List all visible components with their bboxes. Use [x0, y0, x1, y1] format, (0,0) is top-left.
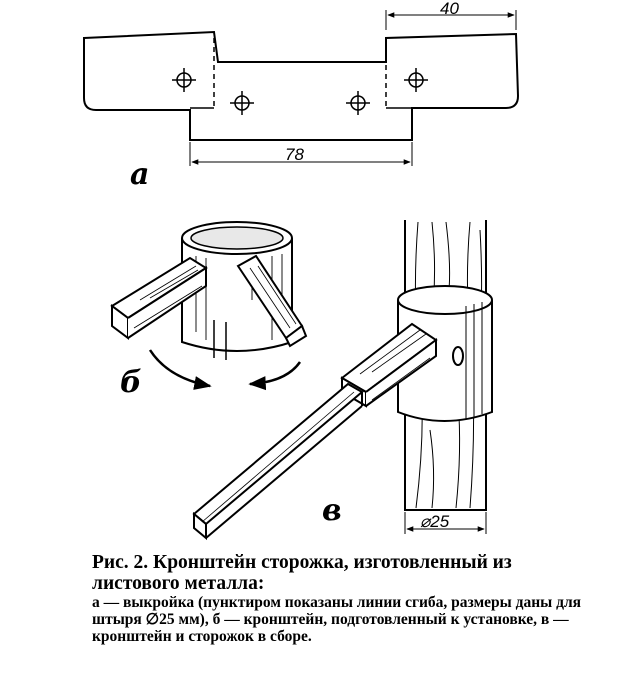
hole-2: [230, 91, 254, 115]
hole-3: [346, 91, 370, 115]
rotation-arrow-right: [248, 361, 302, 391]
hole-1: [172, 68, 196, 92]
label-b: б: [120, 365, 142, 400]
bracket-diagram: 40 78 а: [83, 0, 520, 541]
pattern-a: [83, 10, 520, 166]
dimension-40-label: 40: [440, 0, 459, 18]
pattern-outline: [83, 30, 520, 141]
label-a: а: [130, 157, 149, 192]
assembly-c: [192, 220, 493, 541]
caption-title: Рис. 2. Кронштейн сторожка, изготовленны…: [92, 552, 512, 594]
cylinder-body: [181, 238, 293, 352]
label-v: в: [322, 493, 342, 528]
rotation-arrow-left: [148, 349, 212, 390]
dimension-78-label: 78: [285, 145, 304, 164]
bracket-b: [110, 221, 308, 391]
caption-body: а — выкройка (пунктиром показаны линии с…: [92, 594, 582, 645]
figure-caption: Рис. 2. Кронштейн сторожка, изготовленны…: [92, 552, 602, 645]
dimension-25-label: ⌀25: [420, 512, 450, 531]
hole-4: [404, 68, 428, 92]
